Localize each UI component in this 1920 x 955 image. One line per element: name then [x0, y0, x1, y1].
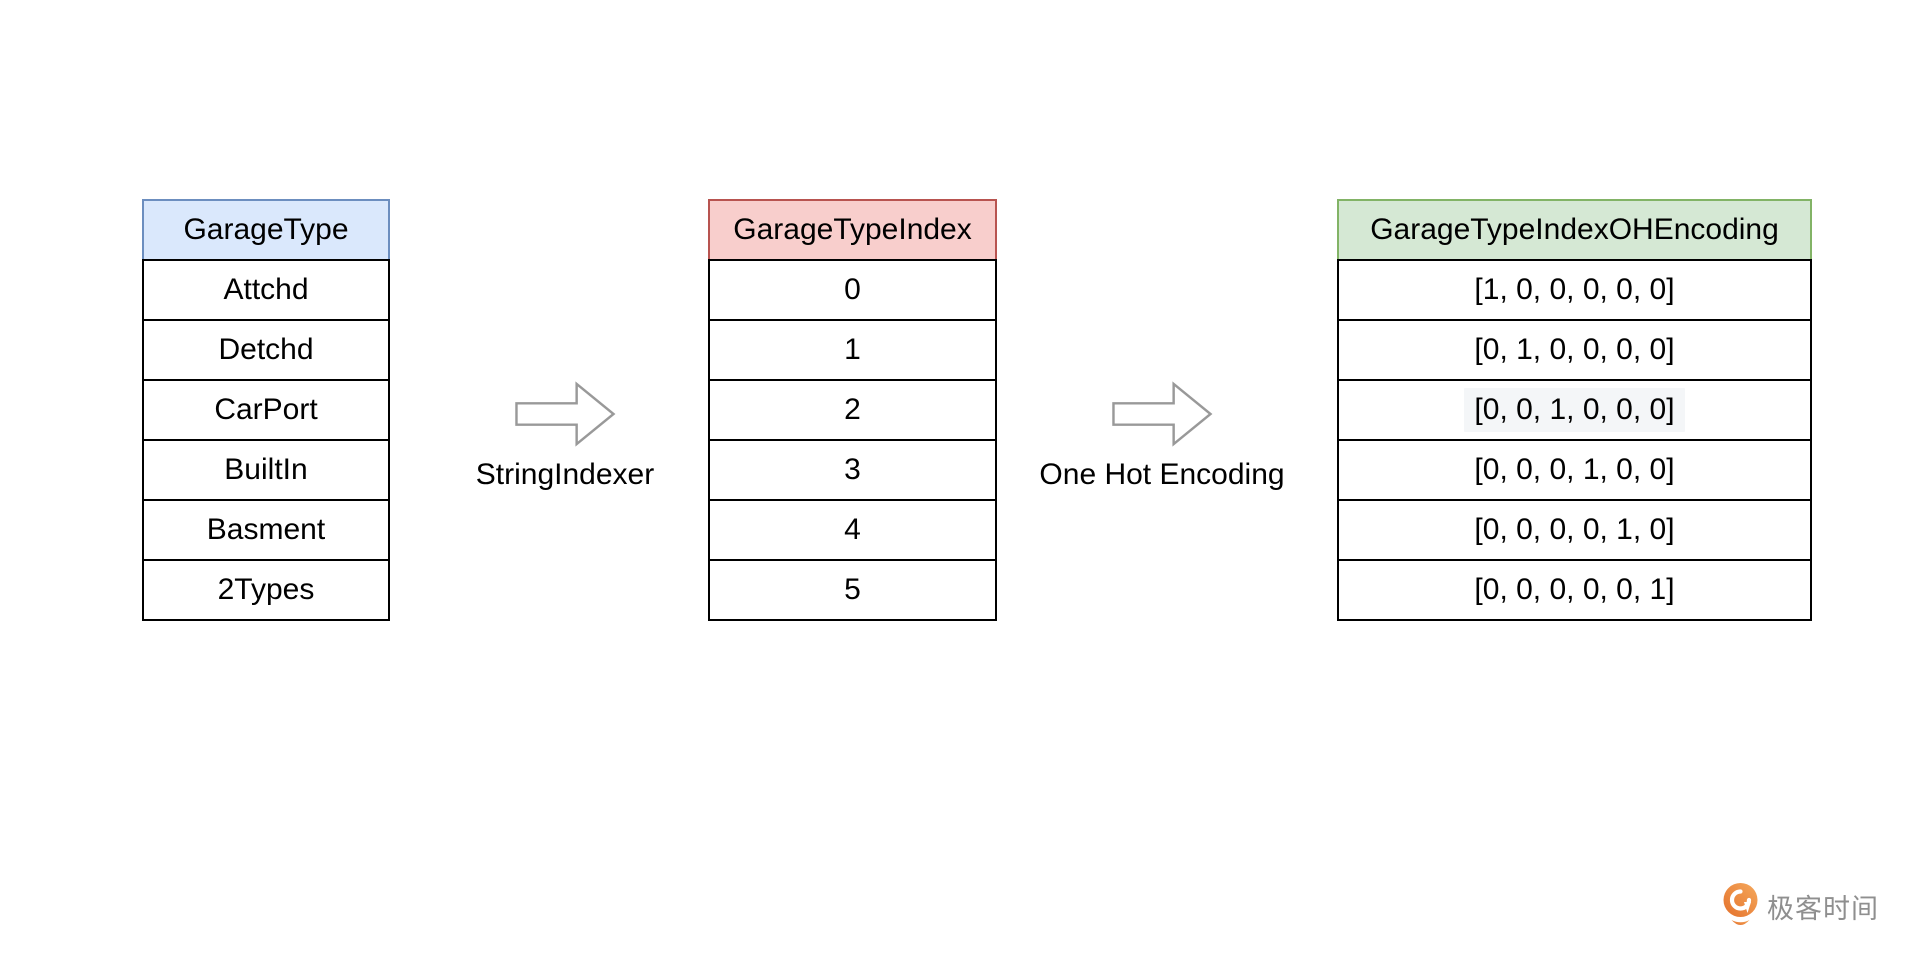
table-garage-type: GarageType Attchd Detchd CarPort BuiltIn… [142, 199, 390, 621]
onehot-vector: [0, 0, 0, 1, 0, 0] [1474, 453, 1675, 486]
table-garage-type-index: GarageTypeIndex 0 1 2 3 4 5 [708, 199, 997, 621]
table-row: Attchd [142, 259, 390, 321]
right-arrow-icon [1112, 381, 1213, 447]
table-garage-type-header: GarageType [142, 199, 390, 261]
table-row: 2Types [142, 559, 390, 621]
table-row: 2 [708, 379, 997, 441]
geektime-logo-text: 极客时间 [1767, 893, 1879, 924]
table-row: [1, 0, 0, 0, 0, 0] [1337, 259, 1812, 321]
table-row: BuiltIn [142, 439, 390, 501]
table-row: 0 [708, 259, 997, 321]
geektime-logo: 极客时间 [1722, 882, 1879, 930]
table-row: Detchd [142, 319, 390, 381]
table-row: [0, 0, 0, 1, 0, 0] [1337, 439, 1812, 501]
table-row: [0, 0, 0, 0, 1, 0] [1337, 499, 1812, 561]
table-row: [0, 1, 0, 0, 0, 0] [1337, 319, 1812, 381]
table-row: CarPort [142, 379, 390, 441]
table-row: 3 [708, 439, 997, 501]
onehot-vector: [0, 0, 0, 0, 1, 0] [1474, 513, 1675, 546]
right-arrow-icon [515, 381, 616, 447]
table-row: 4 [708, 499, 997, 561]
onehot-vector-highlighted: [0, 0, 1, 0, 0, 0] [1464, 388, 1685, 432]
table-garage-type-index-oh-encoding: GarageTypeIndexOHEncoding [1, 0, 0, 0, 0… [1337, 199, 1812, 621]
onehot-vector: [1, 0, 0, 0, 0, 0] [1474, 273, 1675, 306]
table-row: [0, 0, 0, 0, 0, 1] [1337, 559, 1812, 621]
geektime-logo-icon [1723, 883, 1758, 925]
table-row: 5 [708, 559, 997, 621]
string-indexer-label: StringIndexer [475, 458, 655, 491]
one-hot-encoding-label: One Hot Encoding [1039, 458, 1285, 491]
onehot-vector: [0, 1, 0, 0, 0, 0] [1474, 333, 1675, 366]
table-garage-type-index-oh-encoding-header: GarageTypeIndexOHEncoding [1337, 199, 1812, 261]
table-row: Basment [142, 499, 390, 561]
table-row: [0, 0, 1, 0, 0, 0] [1337, 379, 1812, 441]
table-row: 1 [708, 319, 997, 381]
onehot-vector: [0, 0, 0, 0, 0, 1] [1474, 573, 1675, 606]
table-garage-type-index-header: GarageTypeIndex [708, 199, 997, 261]
